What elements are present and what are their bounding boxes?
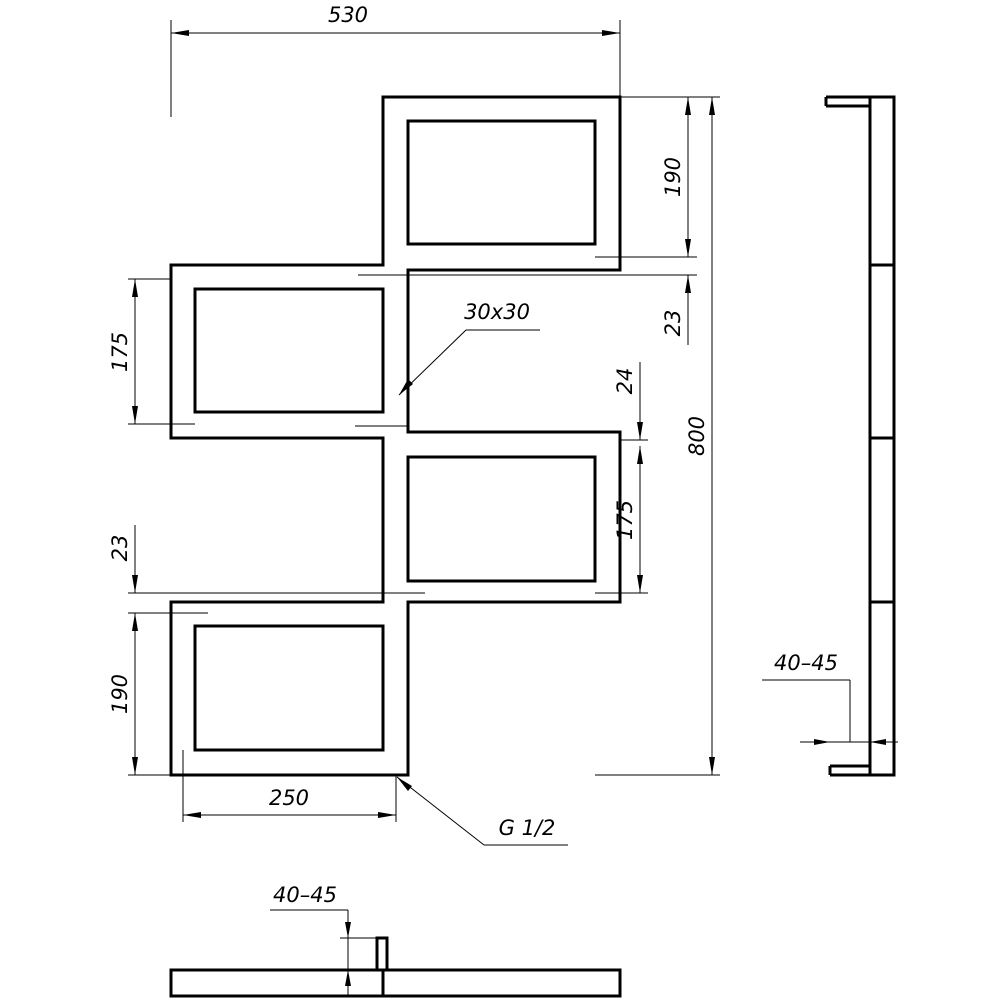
dim-23-upper: 23	[661, 310, 685, 337]
dim-24: 24	[613, 368, 637, 395]
dim-40-45-bottom: 40–45	[273, 883, 337, 907]
dimension-lines: 530 190 23 175 30x30 24	[108, 3, 720, 846]
towel-rail-outline	[169, 95, 622, 777]
right-window	[406, 455, 597, 583]
dim-800: 800	[685, 416, 709, 456]
dim-250: 250	[269, 786, 309, 810]
dim-g-half: G 1/2	[499, 816, 556, 840]
side-view: 40–45	[762, 95, 898, 777]
dim-23-lower: 23	[108, 535, 132, 562]
dim-40-45-side: 40–45	[774, 651, 838, 675]
front-view	[169, 95, 622, 777]
dim-175-right: 175	[613, 500, 637, 540]
bottom-view: 40–45	[169, 883, 622, 998]
dim-190-bottom: 190	[108, 674, 132, 714]
dim-530: 530	[328, 3, 368, 27]
dim-190-top: 190	[661, 157, 685, 197]
bottom-window	[193, 624, 385, 752]
dim-175-left: 175	[108, 332, 132, 372]
top-window	[406, 119, 597, 246]
left-window	[193, 287, 385, 414]
dim-30x30: 30x30	[464, 300, 530, 324]
